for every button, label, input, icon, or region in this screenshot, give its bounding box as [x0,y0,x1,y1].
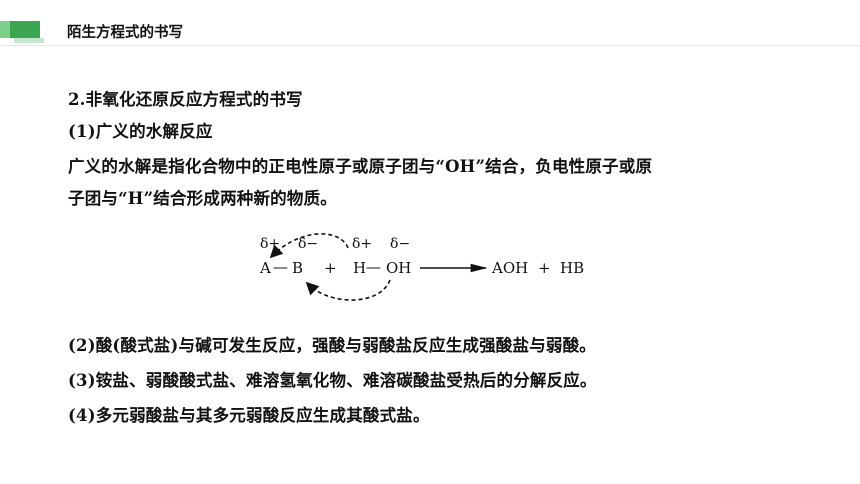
delta-minus-oh: δ− [390,236,410,252]
delta-plus-a: δ+ [260,236,280,252]
reactant-oh: OH [386,259,411,277]
paragraph-line-1: 广义的水解是指化合物中的正电性原子或原子团与“OH”结合，负电性原子或原 [68,157,653,176]
list-item-2: (2)酸(酸式盐)与碱可发生反应，强酸与弱酸盐反应生成强酸盐与弱酸。 [68,336,597,355]
dashed-arrow-top [269,233,349,259]
list-item-4: (4)多元弱酸盐与其多元弱酸反应生成其酸式盐。 [68,406,430,425]
section-title: 2.非氧化还原反应方程式的书写 [68,90,303,109]
subsection-title-hydrolysis: (1)广义的水解反应 [68,122,213,141]
bond-ab: — [273,258,288,276]
product-aoh: AOH [491,259,528,277]
reactant-b: B [292,259,303,277]
page-title: 陌生方程式的书写 [67,25,183,41]
product-hb: HB [560,259,584,277]
dashed-arrow-bottom [305,279,391,301]
plus-sign-1: + [324,259,337,277]
delta-plus-h: δ+ [352,236,372,252]
bond-hoh: — [366,258,381,276]
reactant-h: H [353,259,366,277]
header-divider [0,45,860,46]
paragraph-line-2: 子团与“H”结合形成两种新的物质。 [68,189,337,208]
hydrolysis-equation: δ+ δ− δ+ δ− A — B + H — OH AOH + HB [259,233,584,301]
reactant-a: A [259,259,271,277]
list-item-3: (3)铵盐、弱酸酸式盐、难溶氢氧化物、难溶碳酸盐受热后的分解反应。 [68,371,597,390]
plus-sign-2: + [538,259,551,277]
delta-minus-b: δ− [298,236,318,252]
header-accent-bar [10,21,44,43]
